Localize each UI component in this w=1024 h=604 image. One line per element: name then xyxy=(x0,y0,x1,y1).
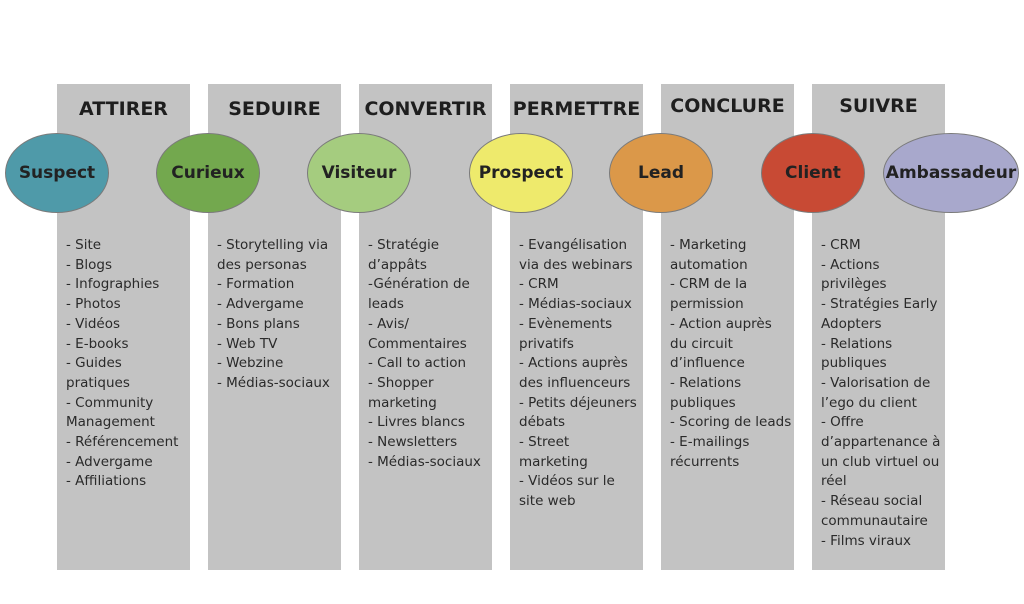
phase-item: - Bons plans xyxy=(217,315,300,332)
phase-item: - Evangélisation via des webinars xyxy=(519,237,633,273)
phase-item: - Médias-sociaux xyxy=(217,374,330,391)
phase-item: - Advergame xyxy=(217,296,304,313)
stage-curieux: Curieux xyxy=(156,133,260,213)
stage-visiteur: Visiteur xyxy=(307,133,411,213)
phase-item: - Site xyxy=(66,237,102,253)
stage-prospect: Prospect xyxy=(469,133,573,213)
phase-item-list: - Marketing automation- CRM de la permis… xyxy=(670,236,792,472)
stage-client: Client xyxy=(761,133,865,213)
stage-label: Client xyxy=(785,163,841,183)
stage-label: Suspect xyxy=(18,163,96,183)
phase-item: - Médias-sociaux xyxy=(368,453,481,470)
phase-item: - Call to action xyxy=(368,355,467,372)
phase-item: - Vidéos xyxy=(66,315,121,332)
stage-suspect: Suspect xyxy=(5,133,109,213)
phase-column-suivre: SUIVRE - CRM - Actions privilèges- Straté… xyxy=(812,84,945,570)
phase-item: - Affiliations xyxy=(66,473,147,490)
phase-item-list: - Stratégie d’appâts-Génération de leads… xyxy=(368,236,490,472)
phase-item: - Infographies xyxy=(66,276,160,293)
phase-item: - Shopper marketing xyxy=(368,374,437,411)
phase-item: - Référencement xyxy=(66,434,179,451)
phase-item: - Médias-sociaux xyxy=(519,296,632,313)
phase-item: - Photos xyxy=(66,296,121,313)
phase-item: - Street marketing xyxy=(519,434,588,470)
phase-item: - Petits déjeuners débats xyxy=(519,394,637,431)
phase-item: - Actions privilèges xyxy=(821,256,887,293)
phase-item: - Actions auprès des influenceurs xyxy=(519,355,631,391)
stage-ambassadeur: Ambassadeur xyxy=(883,133,1019,213)
phase-title: ATTIRER xyxy=(79,98,168,120)
phase-item: - Advergame xyxy=(66,453,153,470)
phase-item: - Livres blancs xyxy=(368,414,465,431)
phase-item: - CRM xyxy=(519,276,559,293)
phase-item: - Relations publiques xyxy=(821,335,893,372)
phase-title: SEDUIRE xyxy=(228,98,321,120)
phase-item: - E-mailings récurrents xyxy=(670,434,750,470)
phase-title: SUIVRE xyxy=(839,95,918,117)
phase-item: - Stratégie d’appâts xyxy=(368,237,440,273)
phase-item: - Webzine xyxy=(217,355,284,372)
phase-item-list: - Site - Blogs - Infographies - Photos - Vid… xyxy=(66,236,188,492)
phase-item: - Relations publiques xyxy=(670,374,742,411)
phase-item: - Offre d’appartenance à un club virtuel… xyxy=(821,414,941,490)
phase-item: - Formation xyxy=(217,276,295,293)
phase-item: - Valorisation de l’ego du client xyxy=(821,374,931,411)
phase-item: - Scoring de leads xyxy=(670,414,792,431)
phase-item: - Evènements privatifs xyxy=(519,315,613,352)
stage-label: Curieux xyxy=(171,163,245,183)
phase-item-list: - Evangélisation via des webinars - CRM - … xyxy=(519,236,641,512)
phase-item: - CRM xyxy=(821,237,861,253)
phase-item: - Marketing automation xyxy=(670,237,748,273)
phase-item: - Avis/ Commentaires xyxy=(368,315,467,352)
phase-item: - E-books xyxy=(66,335,129,352)
phase-item: -Génération de leads xyxy=(368,276,470,313)
phase-item: - Newsletters xyxy=(368,434,458,451)
phase-item: - Films viraux xyxy=(821,532,912,549)
phase-item: - CRM de la permission xyxy=(670,276,748,313)
phase-item: - Community Management xyxy=(66,394,155,431)
phase-item: - Action auprès du circuit d’influence xyxy=(670,315,772,372)
phase-item-list: - CRM - Actions privilèges- Stratégies Ea… xyxy=(821,236,943,551)
phase-item: - Blogs xyxy=(66,256,113,273)
phase-item: - Vidéos sur le site web xyxy=(519,473,615,510)
phase-item: - Web TV xyxy=(217,335,278,352)
stage-label: Ambassadeur xyxy=(885,163,1017,183)
phase-title: CONVERTIR xyxy=(364,98,487,120)
phase-item: - Réseau social communautaire xyxy=(821,493,928,529)
phase-item: - Guides pratiques xyxy=(66,355,130,391)
stage-label: Lead xyxy=(637,163,684,183)
phase-title: PERMETTRE xyxy=(512,98,641,120)
phase-title: CONCLURE xyxy=(670,95,785,117)
phase-item: - Stratégies Early Adopters xyxy=(821,296,938,332)
phase-item-list: - Storytelling via des personas - Formati… xyxy=(217,236,339,394)
phase-item: - Storytelling via des personas xyxy=(217,237,329,273)
stage-lead: Lead xyxy=(609,133,713,213)
stage-label: Prospect xyxy=(478,163,564,183)
stage-label: Visiteur xyxy=(321,163,397,183)
